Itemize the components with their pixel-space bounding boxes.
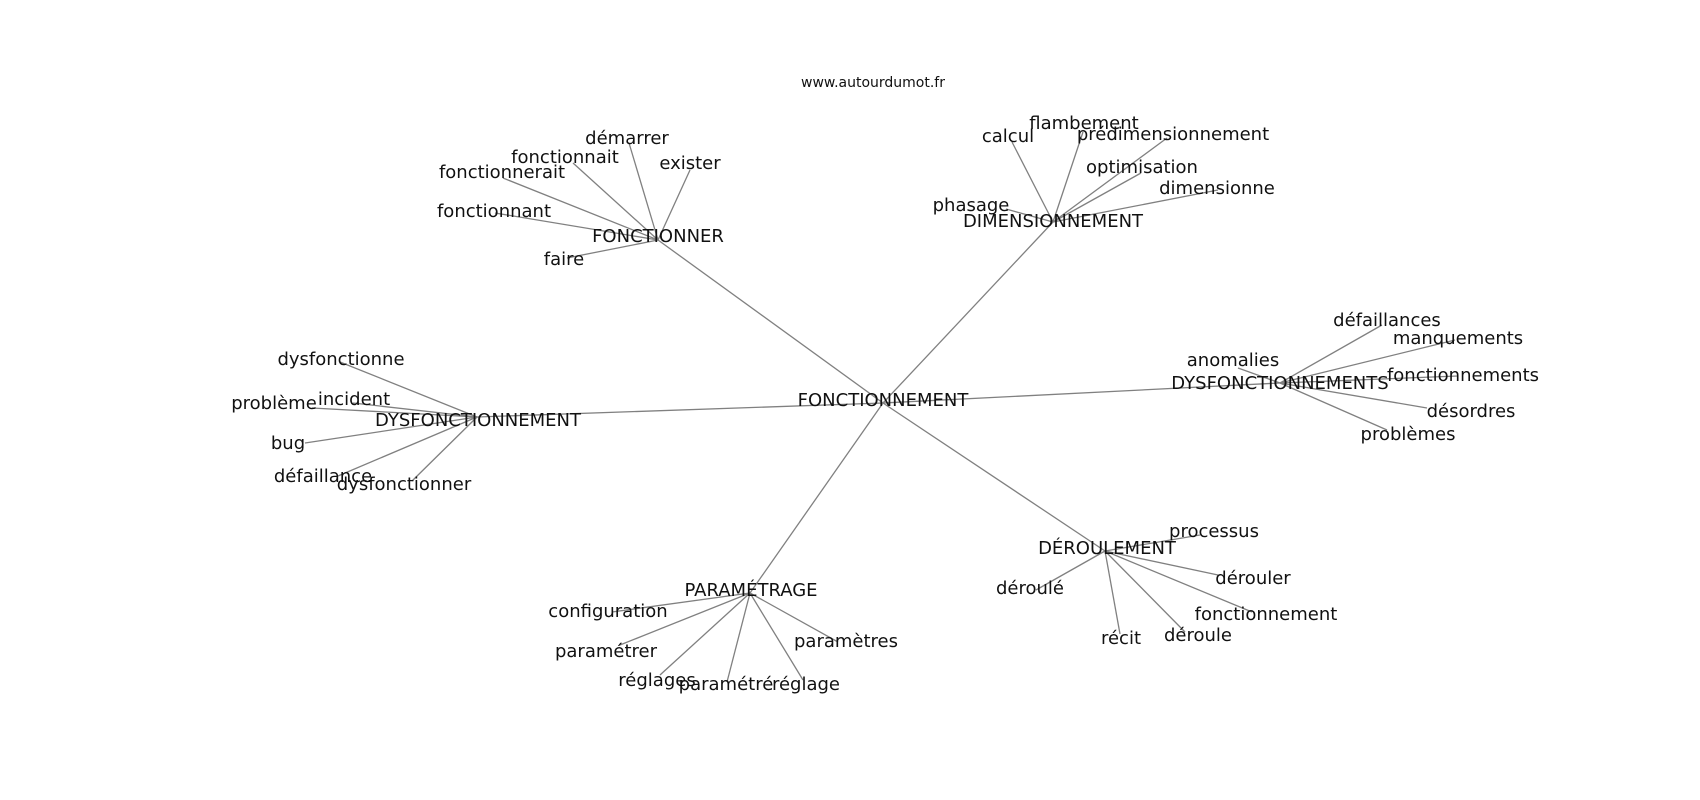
leaf-node: paramétré: [679, 674, 774, 695]
leaf-node: fonctionnait: [511, 147, 619, 168]
edge-cluster-to-leaf: [1279, 324, 1383, 384]
edge-cluster-to-leaf: [1104, 534, 1201, 552]
leaf-node: problèmes: [1361, 424, 1456, 445]
edge-cluster-to-leaf: [726, 592, 751, 683]
edge-center-to-cluster: [476, 402, 884, 418]
edge-cluster-to-leaf: [1279, 375, 1459, 384]
edge-center-to-cluster: [657, 239, 884, 404]
edge-cluster-to-leaf: [659, 592, 751, 676]
edge-cluster-to-leaf: [749, 592, 839, 643]
edge-cluster-to-leaf: [1011, 141, 1054, 223]
edge-cluster-to-leaf: [1279, 382, 1428, 409]
leaf-node: récit: [1101, 628, 1141, 649]
edge-cluster-to-leaf: [1052, 131, 1084, 223]
center-node: FONCTIONNEMENT: [798, 390, 970, 411]
leaf-node: flambement: [1029, 113, 1138, 134]
edge-center-to-cluster: [882, 221, 1054, 404]
edge-cluster-to-leaf: [352, 402, 478, 418]
source-caption: www.autourdumot.fr: [801, 75, 945, 91]
leaf-node: déroulé: [996, 578, 1064, 599]
leaf-node: bug: [271, 433, 305, 454]
edge-cluster-to-leaf: [494, 212, 659, 241]
cluster-node: PARAMÉTRAGE: [684, 579, 817, 601]
leaf-node: fonctionnerait: [439, 162, 565, 183]
leaf-node: dimensionne: [1159, 178, 1275, 199]
edge-cluster-to-leaf: [1052, 172, 1142, 223]
cluster-node: FONCTIONNER: [592, 226, 724, 247]
cluster-node: DYSFONCTIONNEMENT: [375, 410, 582, 431]
leaf-node: phasage: [933, 195, 1010, 216]
edge-cluster-to-leaf: [1237, 367, 1281, 384]
edge-cluster-to-leaf: [1279, 339, 1456, 384]
edges-layer: [304, 131, 1459, 683]
edge-cluster-to-leaf: [1104, 550, 1219, 576]
edge-cluster-to-leaf: [1104, 550, 1121, 635]
leaf-node: faire: [544, 249, 584, 270]
edge-cluster-to-leaf: [657, 169, 691, 241]
edge-cluster-to-leaf: [619, 592, 751, 646]
edge-cluster-to-leaf: [749, 592, 804, 681]
leaf-node: fonctionnements: [1387, 365, 1539, 386]
leaf-node: dysfonctionne: [277, 349, 404, 370]
leaf-node: déroule: [1164, 625, 1232, 646]
leaf-node: anomalies: [1187, 350, 1279, 371]
edge-center-to-cluster: [882, 402, 1106, 552]
edge-cluster-to-leaf: [1104, 550, 1253, 613]
edge-cluster-to-leaf: [411, 416, 478, 482]
leaf-node: défaillances: [1333, 310, 1441, 331]
edge-cluster-to-leaf: [502, 177, 659, 241]
edge-cluster-to-leaf: [572, 162, 659, 241]
edge-center-to-cluster: [882, 382, 1281, 404]
leaf-node: incident: [318, 389, 390, 410]
leaf-node: dysfonctionner: [337, 474, 472, 495]
edge-cluster-to-leaf: [628, 142, 659, 241]
leaf-node: désordres: [1427, 401, 1516, 422]
edge-cluster-to-leaf: [1279, 382, 1388, 431]
leaf-node: configuration: [548, 601, 667, 622]
leaf-node: manquements: [1393, 328, 1523, 349]
leaf-node: défaillance: [274, 466, 372, 487]
edge-cluster-to-leaf: [566, 239, 659, 259]
leaf-node: dérouler: [1215, 568, 1291, 589]
edge-cluster-to-leaf: [1104, 550, 1186, 633]
leaf-node: fonctionnant: [437, 201, 551, 222]
edge-cluster-to-leaf: [611, 592, 751, 613]
leaf-node: calcul: [982, 126, 1034, 147]
leaf-node: réglage: [772, 674, 840, 695]
edge-cluster-to-leaf: [1005, 208, 1054, 223]
edge-cluster-to-leaf: [337, 416, 478, 477]
leaf-node: paramètres: [794, 631, 898, 652]
cluster-node: DÉROULEMENT: [1038, 537, 1177, 559]
edge-cluster-to-leaf: [339, 361, 478, 418]
leaf-node: prédimensionnement: [1077, 124, 1269, 145]
edge-cluster-to-leaf: [304, 416, 478, 444]
edge-cluster-to-leaf: [1052, 137, 1168, 223]
leaf-node: réglages: [618, 670, 695, 691]
labels-layer: www.autourdumot.fr FONCTIONNEMENT démarr…: [231, 75, 1539, 695]
leaf-node: paramétrer: [555, 641, 658, 662]
edge-cluster-to-leaf: [311, 407, 478, 418]
leaf-node: exister: [659, 153, 721, 174]
edge-cluster-to-leaf: [1052, 189, 1219, 223]
cluster-node: DYSFONCTIONNEMENTS: [1171, 373, 1388, 394]
leaf-node: problème: [231, 393, 317, 414]
cluster-node: DIMENSIONNEMENT: [963, 211, 1144, 232]
leaf-node: processus: [1169, 521, 1259, 542]
edge-center-to-cluster: [749, 402, 884, 594]
leaf-node: fonctionnement: [1195, 604, 1338, 625]
leaf-node: optimisation: [1086, 157, 1198, 178]
edge-cluster-to-leaf: [1035, 550, 1106, 591]
leaf-node: démarrer: [585, 128, 669, 149]
